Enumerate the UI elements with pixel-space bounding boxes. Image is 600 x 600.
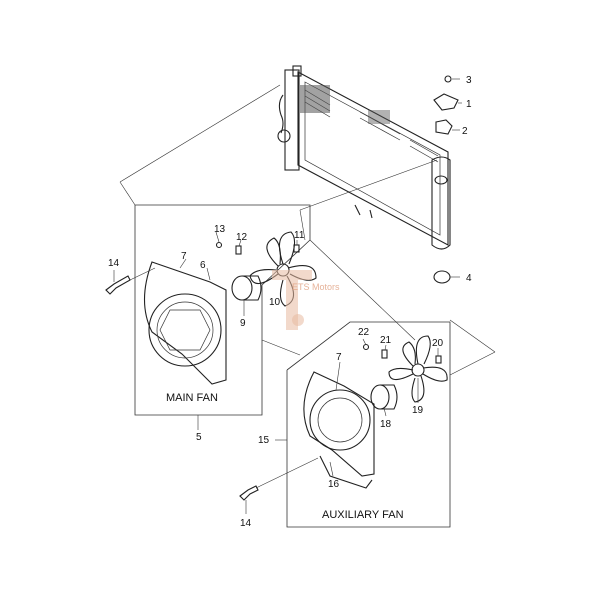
label-part-14-upper: 14 [108, 258, 120, 269]
auxiliary-fan-motor [370, 384, 398, 410]
label-part-13: 13 [214, 224, 226, 235]
label-part-16: 16 [328, 479, 340, 490]
auxiliary-fan-group [275, 321, 451, 528]
auxiliary-fan-ring [309, 389, 371, 451]
main-fan-box [134, 204, 311, 416]
part-4-grommet [433, 270, 460, 284]
label-part-10: 10 [269, 297, 281, 308]
label-part-20: 20 [432, 338, 444, 349]
watermark-text: ETS Motors [292, 282, 340, 292]
radiator-left-tank [284, 69, 300, 171]
watermark: ETS Motors [272, 270, 340, 330]
radiator-left-cap [292, 65, 302, 77]
radiator-inlet [277, 129, 291, 143]
label-part-12: 12 [236, 232, 248, 243]
part-12-screw [235, 245, 242, 255]
part-2-bushing [435, 119, 460, 135]
label-part-14-lower: 14 [240, 518, 252, 529]
part-22-screw [362, 343, 370, 351]
radiator-core-shading [300, 85, 330, 113]
main-fan-caption: MAIN FAN [166, 392, 218, 404]
radiator-core-shading [368, 110, 390, 124]
label-part-9: 9 [240, 318, 246, 329]
label-part-5: 5 [196, 432, 202, 443]
watermark-logo-dot [292, 314, 304, 326]
label-part-2: 2 [462, 126, 468, 137]
watermark-logo-shape [272, 270, 312, 330]
auxiliary-fan-shroud [303, 371, 375, 477]
radiator [277, 65, 451, 250]
part-14-bolt-lower [239, 457, 319, 514]
label-part-15: 15 [258, 435, 270, 446]
part-14-bolt-upper [105, 267, 156, 295]
label-part-22: 22 [358, 327, 370, 338]
callout-labels: 3 1 2 4 13 12 11 14 7 6 10 9 MAIN FAN 5 … [108, 75, 472, 529]
auxiliary-fan-caption: AUXILIARY FAN [322, 509, 404, 521]
label-part-4: 4 [466, 273, 472, 284]
radiator-drain [434, 175, 448, 185]
guide-lines [119, 84, 496, 376]
part-20-screw [435, 355, 442, 364]
part-1-bracket [433, 93, 462, 111]
label-part-19: 19 [412, 405, 424, 416]
part-21-screw [381, 349, 388, 359]
label-part-7-auxiliary: 7 [336, 352, 342, 363]
label-part-3: 3 [466, 75, 472, 86]
auxiliary-fan-box [286, 321, 451, 528]
label-part-11: 11 [294, 230, 305, 241]
label-part-21: 21 [380, 335, 392, 346]
main-fan-motor [231, 275, 262, 301]
label-part-7-main: 7 [181, 251, 187, 262]
radiator-right-tank [431, 156, 451, 250]
main-fan-shroud [144, 261, 227, 385]
part-3-screw [444, 75, 460, 83]
auxiliary-fan-bracket [319, 455, 373, 489]
label-part-6: 6 [200, 260, 206, 271]
radiator-hose [278, 94, 284, 134]
main-fan-ring [148, 293, 222, 367]
label-part-18: 18 [380, 419, 392, 430]
auxiliary-fan-blades [388, 335, 448, 403]
label-part-1: 1 [466, 99, 472, 110]
part-11-screw [293, 244, 300, 253]
part-13-screw [215, 241, 223, 249]
